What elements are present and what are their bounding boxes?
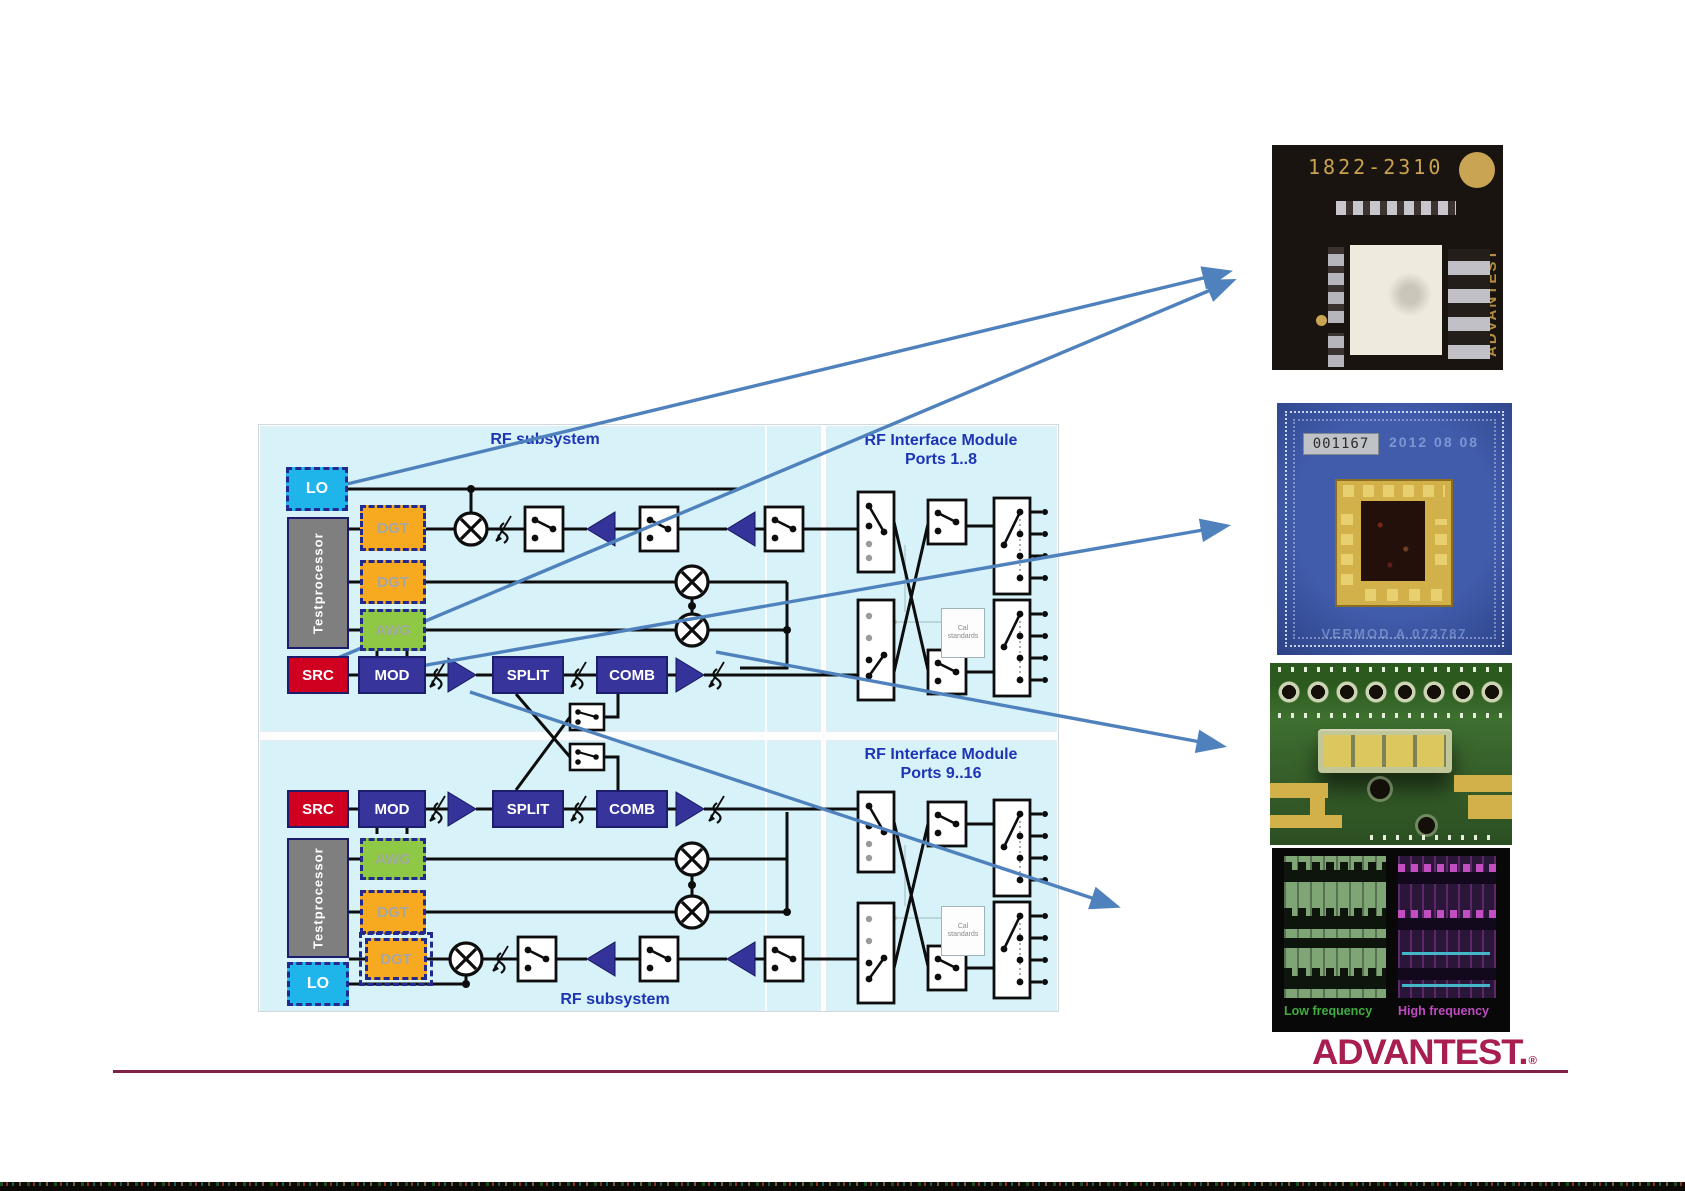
- via-dots-row3: [1370, 835, 1490, 840]
- gold-pad-circle: [1459, 152, 1495, 188]
- layout-cyan-line: [1402, 984, 1491, 987]
- photo-pcb-component: [1270, 663, 1512, 845]
- registered-mark: ®: [1528, 1055, 1536, 1067]
- via-dots-row1: [1278, 667, 1504, 672]
- layout-band: [1284, 976, 1386, 989]
- awg-block-top: AWG: [360, 609, 426, 651]
- advantest-logo-text: ADVANTEST.: [1312, 1033, 1528, 1072]
- via-dot-frame: [1285, 411, 1504, 647]
- title-rf-subsystem-bottom: RF subsystem: [560, 991, 670, 1008]
- cal-standards-box-top: Cal standards: [941, 608, 985, 658]
- plated-holes-row: [1276, 679, 1508, 705]
- arrow-mod-to-carrier-photo: [397, 518, 1232, 672]
- via-dot-frame-inner: [1293, 419, 1496, 639]
- title-rfim-bottom-line1: RF Interface Module: [864, 746, 1018, 763]
- high-frequency-layout: [1398, 856, 1496, 998]
- carrier-footer-text: VERMOD A 073787: [1321, 626, 1468, 641]
- src-block-bottom: SRC: [287, 790, 349, 828]
- layout-band: [1284, 938, 1386, 948]
- title-rfim-top-line1: RF Interface Module: [864, 432, 1018, 449]
- bond-pads-left: [1341, 505, 1353, 585]
- advantest-logo: ADVANTEST.®: [1312, 1033, 1537, 1073]
- cal-connectors: [891, 545, 941, 921]
- pcb-hole-center: [1370, 779, 1390, 799]
- dgt1-block-top: DGT: [360, 505, 426, 551]
- panel-divider-bottom: [765, 740, 767, 1011]
- title-rfim-top: RF Interface Module Ports 1..8: [826, 431, 1056, 469]
- solder-pads-left-lower: [1328, 333, 1344, 367]
- bond-pads-right: [1435, 519, 1447, 565]
- layout-band: [1398, 872, 1496, 884]
- mod-block-bottom: MOD: [358, 790, 426, 828]
- arrow-src-to-chip-photo: [332, 279, 1237, 662]
- gold-trace-bottom-left: [1270, 815, 1342, 828]
- photo-chip-carrier: 001167 2012 08 08 VERMOD A 073787: [1277, 403, 1512, 655]
- wires: [348, 487, 1042, 986]
- lo-block-top: LO: [286, 467, 348, 511]
- junction-dots: [462, 485, 1048, 988]
- title-rfim-bottom: RF Interface Module Ports 9..16: [826, 745, 1056, 783]
- mod-block-top: MOD: [358, 656, 426, 694]
- callout-arrows: [332, 266, 1237, 910]
- title-rfim-bottom-line2: Ports 9..16: [900, 765, 982, 782]
- high-frequency-label: High frequency: [1398, 1004, 1489, 1018]
- pcb-hole-bottom: [1418, 817, 1435, 834]
- testprocessor-block-bottom: Testprocessor: [287, 838, 349, 958]
- footer-divider-line: [113, 1070, 1568, 1073]
- low-frequency-label: Low frequency: [1284, 1004, 1373, 1018]
- split-block-bottom: SPLIT: [492, 790, 564, 828]
- silicon-die: [1361, 501, 1425, 581]
- bottom-filmstrip: [0, 1182, 1685, 1191]
- smd-component: [1318, 729, 1452, 773]
- layout-cyan-line: [1402, 952, 1491, 955]
- testprocessor-block-top: Testprocessor: [287, 517, 349, 649]
- layout-band: [1398, 968, 1496, 980]
- arrow-amp-to-pcb-photo: [715, 650, 1228, 754]
- lo-block-bottom: LO: [287, 962, 349, 1006]
- photo-chip-module: 1822-2310 ADVANTEST: [1272, 145, 1503, 370]
- comb-block-bottom: COMB: [596, 790, 668, 828]
- carrier-serial-label: 001167: [1303, 433, 1379, 455]
- layout-teeth: [1398, 864, 1496, 872]
- dgt2-block-bottom: DGT: [359, 932, 433, 986]
- gold-pad-right: [1468, 795, 1512, 819]
- cal-standards-box-bottom: Cal standards: [941, 906, 985, 956]
- layout-teeth: [1284, 968, 1386, 976]
- carrier-date: 2012 08 08: [1389, 434, 1480, 450]
- solder-pads-right: [1448, 249, 1490, 359]
- gold-trace-right: [1454, 775, 1512, 792]
- component-pads: [1324, 735, 1446, 767]
- comb-block-top: COMB: [596, 656, 668, 694]
- layout-band: [1284, 870, 1386, 882]
- solder-pads-top: [1336, 201, 1456, 215]
- low-frequency-layout: [1284, 856, 1386, 998]
- panel-divider-top: [765, 426, 767, 732]
- photo-layout-views: Low frequency High frequency: [1272, 848, 1510, 1032]
- arrow-split-to-layout-photo: [469, 690, 1121, 910]
- solder-pads-left: [1328, 247, 1344, 323]
- layout-teeth: [1398, 910, 1496, 918]
- gold-trace-left: [1270, 783, 1328, 798]
- src-block-top: SRC: [287, 656, 349, 694]
- layout-band: [1398, 918, 1496, 930]
- via-dots-row2: [1278, 713, 1504, 718]
- ceramic-component: [1350, 245, 1442, 355]
- title-rfim-top-line2: Ports 1..8: [904, 451, 978, 468]
- arrow-lo-to-chip-photo: [346, 266, 1233, 486]
- dgt1-block-bottom: DGT: [360, 890, 426, 934]
- chip-part-number: 1822-2310: [1308, 155, 1444, 179]
- gold-fiducial-dot: [1316, 315, 1327, 326]
- layout-teeth: [1284, 908, 1386, 916]
- dgt2-block-top: DGT: [360, 560, 426, 604]
- layout-teeth: [1284, 862, 1386, 870]
- gold-substrate: [1335, 479, 1453, 607]
- awg-block-bottom: AWG: [360, 838, 426, 880]
- filmstrip-specks: [0, 1182, 1685, 1186]
- bond-pads-bottom: [1365, 589, 1445, 601]
- split-block-top: SPLIT: [492, 656, 564, 694]
- bond-pads-top: [1343, 485, 1445, 497]
- layout-band: [1284, 916, 1386, 929]
